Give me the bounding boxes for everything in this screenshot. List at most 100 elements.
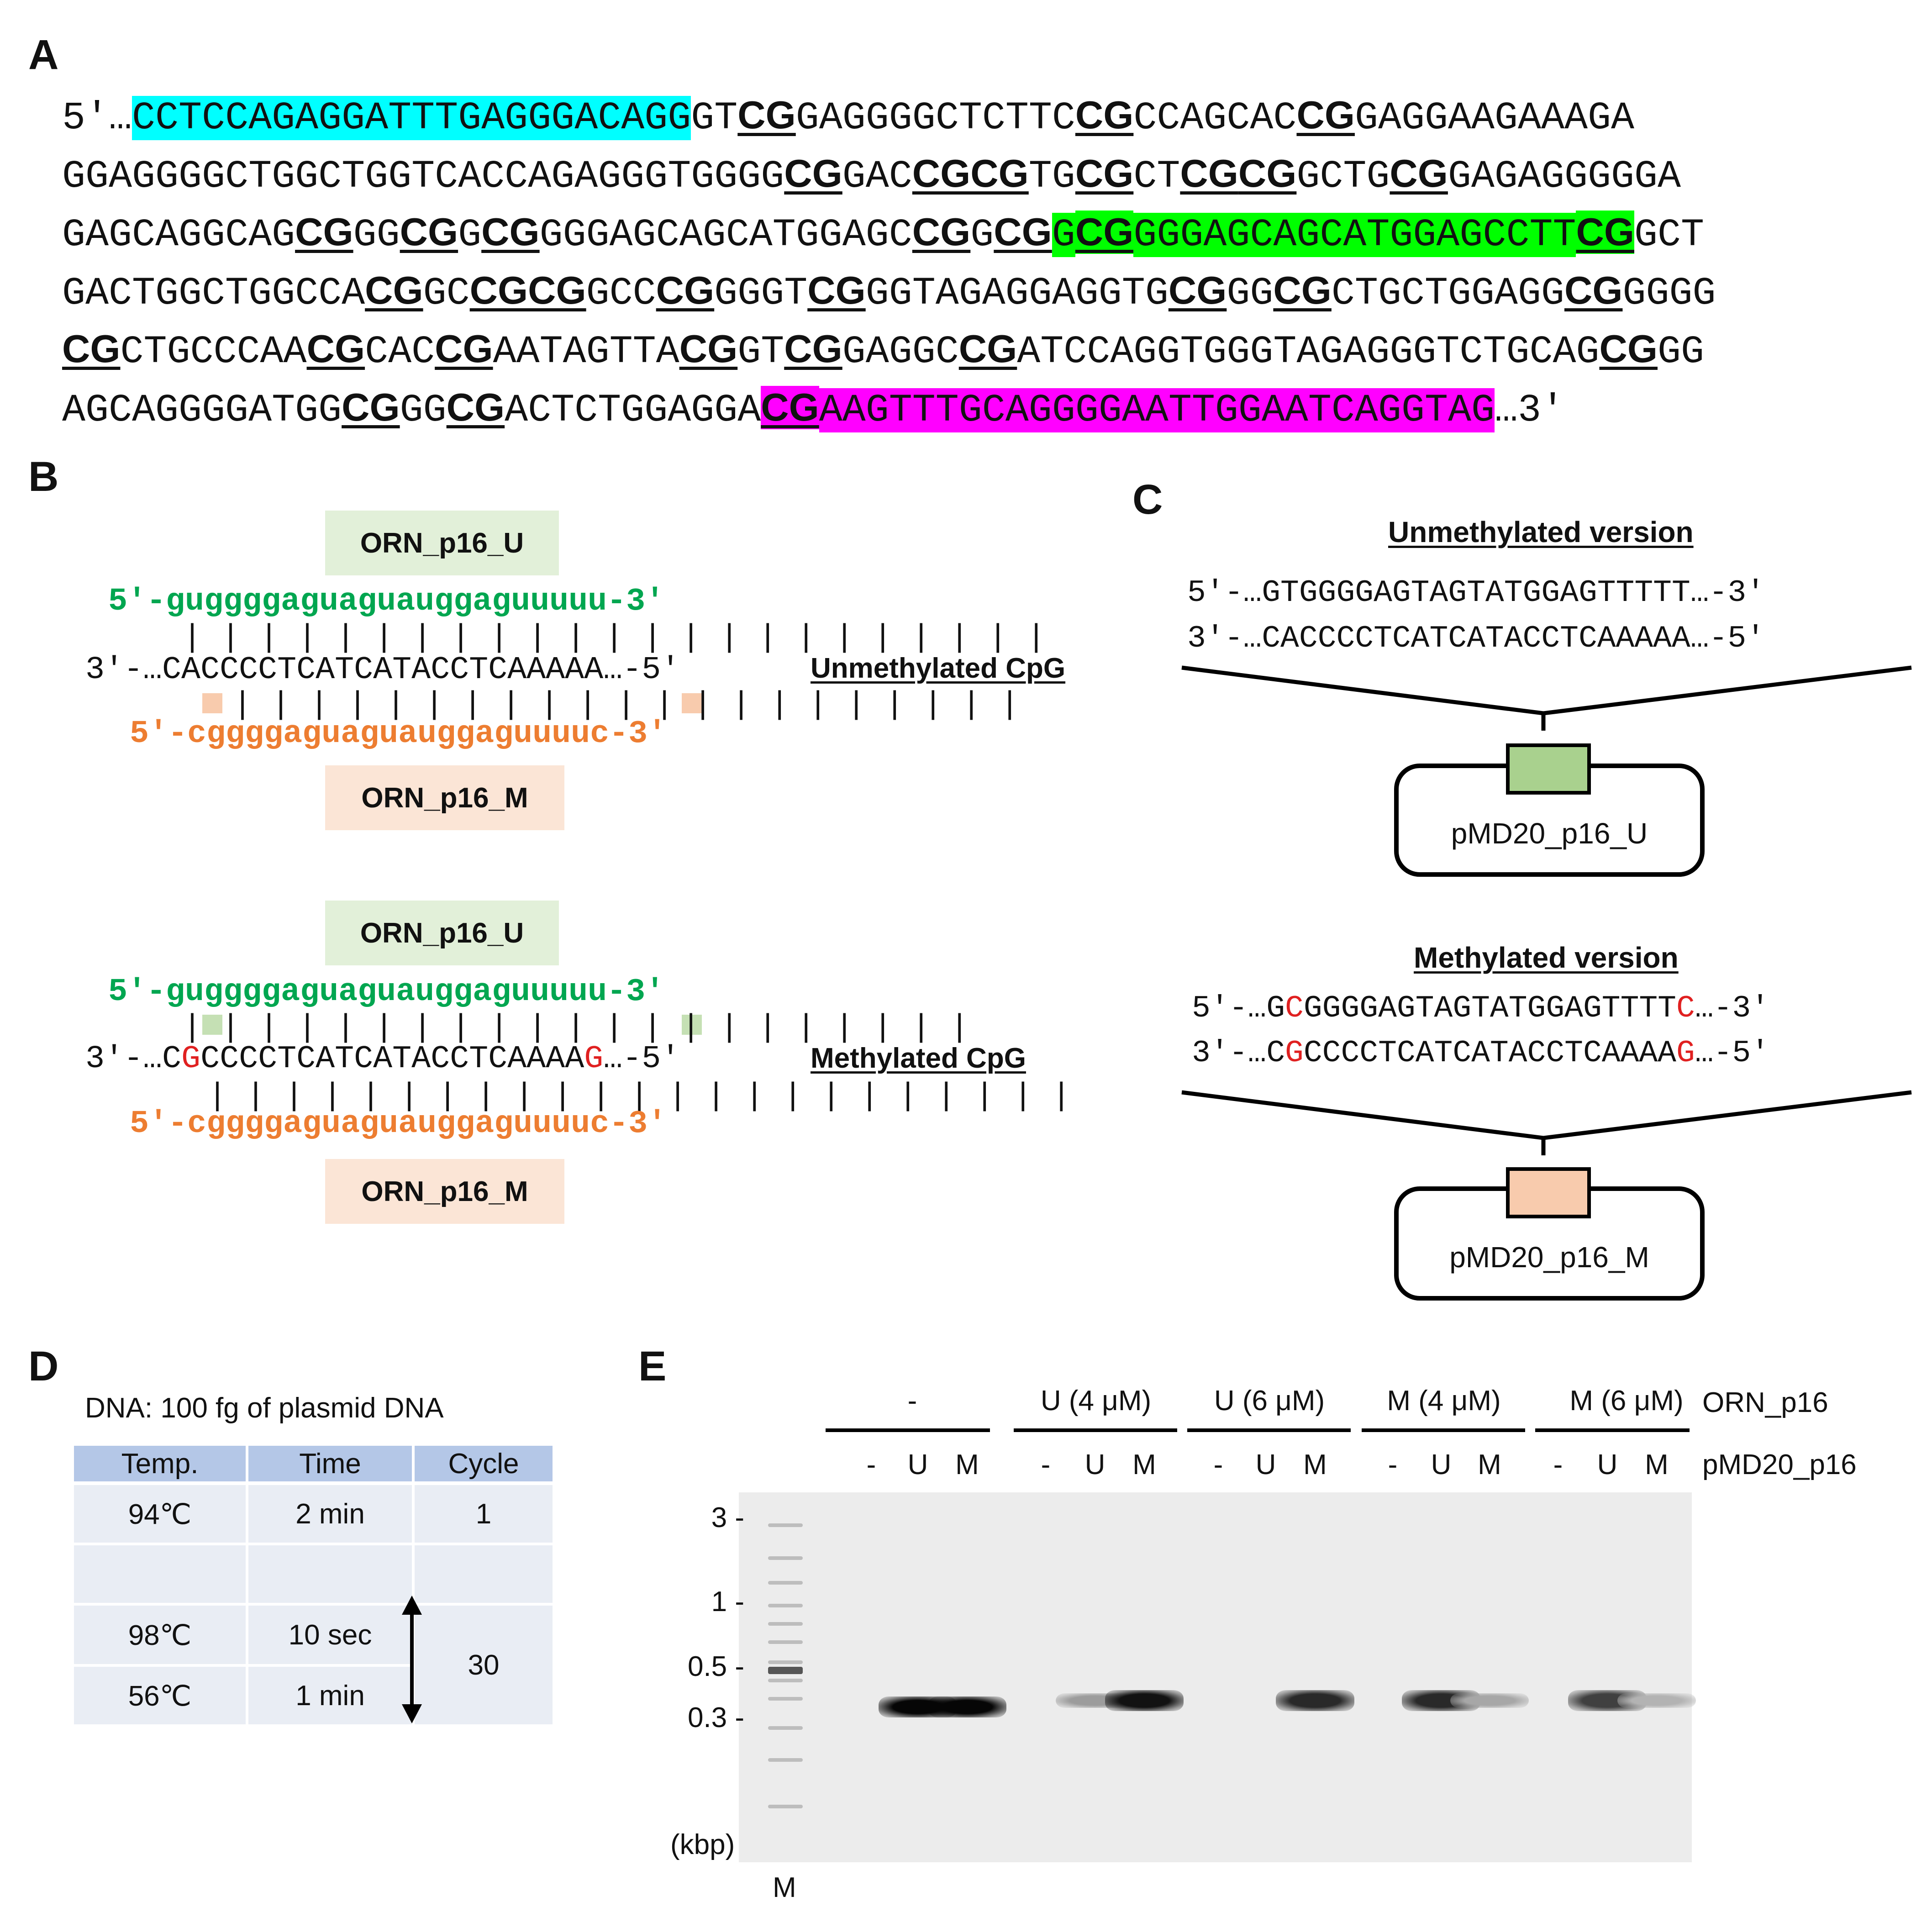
cpg-site: CG: [912, 211, 971, 254]
mismatch-marker-green-right: [682, 1015, 702, 1035]
sequence-segment: GGGAGCAGCATGGAGC: [539, 213, 912, 257]
forward-primer-region: CCTCCAGAGGATTTGAGGGACAGG: [132, 96, 691, 140]
cpg-site: CG: [400, 211, 458, 254]
group-bracket-line: [1014, 1428, 1177, 1432]
sequence-segment: GCTG: [1296, 154, 1390, 199]
ladder-band: [768, 1726, 803, 1730]
orn-group-label: U (6 μM): [1214, 1385, 1325, 1417]
sequence-segment: CTGCCCAA: [120, 330, 307, 374]
orn-u-sequence-top: 5′-guggggaguaguauggaguuuuu-3′: [108, 584, 665, 620]
table-header-cell: Cycle: [415, 1446, 553, 1481]
unmethylated-version-title: Unmethylated version: [1388, 516, 1694, 548]
cpg-site: CG: [306, 327, 365, 371]
cpg-site: CG: [679, 327, 738, 371]
size-marker-label: 0.3 -: [687, 1702, 744, 1733]
cpg-site: CG: [1564, 269, 1623, 312]
sequence-line: CGCTGCCCAACGCACCGAATAGTTACGGTCGGAGGCCGAT…: [62, 324, 1704, 377]
cycle-double-arrow: [402, 1596, 422, 1723]
sequence-segment: CT: [1133, 154, 1180, 199]
ladder-band: [768, 1758, 803, 1762]
lane-label: -: [1388, 1449, 1398, 1480]
panel-label-b: B: [28, 453, 59, 500]
cpg-site: CG: [1075, 152, 1134, 195]
ladder-band: [768, 1556, 803, 1560]
cpg-site: CG: [807, 269, 866, 312]
sequence-segment: GG: [353, 213, 400, 257]
size-unit-label: (kbp): [670, 1829, 735, 1860]
cpg-site: CG: [1599, 327, 1658, 371]
sequence-segment: CCAGCAC: [1133, 96, 1297, 140]
ladder-band: [768, 1622, 803, 1626]
sequence-segment: GC: [423, 271, 470, 316]
methylated-seq-line-2: 3′-…CGCCCCTCATCATACCTCAAAAG…-5′: [1192, 1036, 1769, 1071]
sequence-segment: AATAGTTA: [493, 330, 679, 374]
orn-p16-m-box-bottom: ORN_p16_M: [325, 1159, 564, 1224]
lane-label: -: [1553, 1449, 1563, 1480]
sequence-segment: G: [458, 213, 482, 257]
zoom-lines-unmethylated: [1181, 665, 1912, 731]
meth-line2-end: …-5′: [1695, 1036, 1770, 1071]
methylated-g-left: G: [181, 1041, 201, 1077]
lane-label: -: [1213, 1449, 1223, 1480]
orn-m-sequence-bottom: 5′-cggggaguaguauggaguuuuc-3′: [130, 1106, 667, 1142]
methylated-version-title: Methylated version: [1414, 941, 1679, 974]
lane-label: U: [1255, 1449, 1276, 1480]
methylated-cpg-label: Methylated CpG: [811, 1043, 1026, 1074]
sequence-line: GACTGGCTGGCCACGGCCGCGGCCCGGGGTCGGGTAGAGG…: [62, 266, 1716, 319]
ladder-band: [768, 1640, 803, 1644]
ladder-band: [768, 1581, 803, 1585]
ladder-band: [768, 1697, 803, 1701]
sequence-segment: ATCCAGGTGGGTAGAGGGTCTGCAG: [1017, 330, 1600, 374]
panel-label-d: D: [28, 1343, 59, 1390]
sequence-segment: 5′…: [62, 96, 132, 140]
unmethylated-cpg-label: Unmethylated CpG: [811, 653, 1066, 684]
lane-label: U: [1597, 1449, 1618, 1480]
sequence-segment: GG: [400, 388, 447, 432]
sequence-segment: GAGGAAGAAAGA: [1354, 96, 1635, 140]
group-bracket-line: [826, 1428, 990, 1432]
cpg-site: CG: [784, 327, 842, 371]
sequence-segment: CAC: [365, 330, 435, 374]
cpg-site: CG: [365, 269, 423, 312]
table-cell: [415, 1545, 553, 1603]
dna-band: [1276, 1690, 1354, 1711]
table-cell: 98℃: [74, 1606, 246, 1664]
table-cell: 56℃: [74, 1667, 246, 1724]
table-cell: 2 min: [248, 1485, 412, 1543]
sequence-segment: GT: [691, 96, 738, 140]
cpg-site: CG: [481, 211, 540, 254]
cpg-site: CG: [761, 386, 819, 429]
orn-m-sequence-top: 5′-cggggaguaguauggaguuuuc-3′: [130, 716, 667, 752]
cpg-site: CG: [994, 211, 1052, 254]
orn-p16-m-box-top: ORN_p16_M: [325, 765, 564, 830]
ladder-band: [768, 1805, 803, 1808]
orn-target-region: G: [1052, 213, 1075, 257]
lane-label: U: [907, 1449, 928, 1480]
insert-u: [1506, 743, 1591, 795]
mismatch-marker-orange-right: [682, 693, 702, 713]
cpg-site: CG: [1180, 152, 1238, 195]
orn-u-sequence-bottom: 5′-guggggaguaguauggaguuuuu-3′: [108, 974, 665, 1010]
ladder-lane-label: M: [773, 1872, 796, 1903]
group-bracket-line: [1362, 1428, 1525, 1432]
sequence-segment: …3′: [1494, 388, 1565, 432]
cpg-site: CG: [1075, 211, 1134, 254]
ladder-band-strong: [768, 1667, 803, 1674]
orn-group-label: U (4 μM): [1040, 1385, 1152, 1417]
cpg-site: CG: [446, 386, 505, 429]
agarose-gel: [739, 1492, 1696, 1862]
table-cell: 10 sec: [248, 1606, 412, 1664]
sequence-segment: GT: [737, 330, 784, 374]
sequence-segment: GGAGGGGCTGGCTGGTCACCAGAGGGTGGGG: [62, 154, 784, 199]
sequence-line: GAGCAGGCAGCGGGCGGCGGGGAGCAGCATGGAGCCGGCG…: [62, 207, 1704, 260]
cpg-site: CG: [1168, 269, 1227, 312]
sequence-segment: GACTGGCTGGCCA: [62, 271, 365, 316]
dna-band: [1105, 1690, 1184, 1711]
table-cell: 1 min: [248, 1667, 412, 1724]
template-unmethylated: 3′-…CACCCCTCATCATACCTCAAAAA…-5′: [85, 652, 680, 688]
mismatch-marker-green-left: [202, 1015, 222, 1035]
template-methylated: 3′-…CGCCCCTCATCATACCTCAAAAG…-5′: [85, 1041, 680, 1077]
plasmid-pmd20-p16-u: pMD20_p16_U: [1394, 764, 1705, 877]
meth-line1-end: …-3′: [1695, 991, 1770, 1026]
sequence-line: 5′…CCTCCAGAGGATTTGAGGGACAGGGTCGGAGGGGCTC…: [62, 90, 1634, 143]
